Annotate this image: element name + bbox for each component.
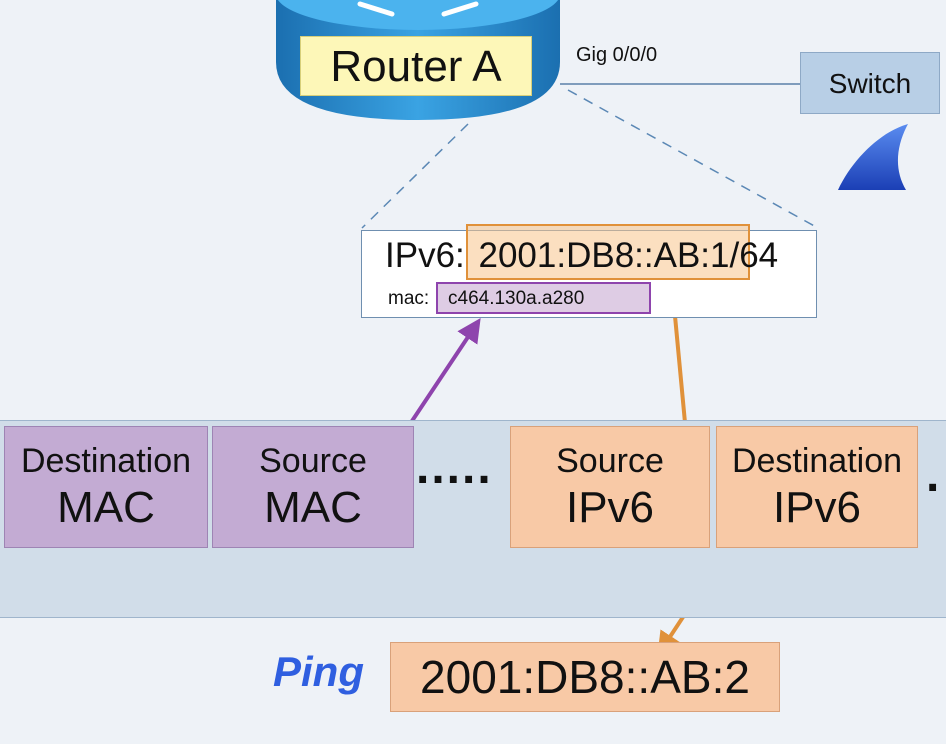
ping-label: Ping [273,648,364,695]
ipv6-suffix: /64 [729,236,779,275]
ipv6-line: IPv6: 2001:DB8::AB:1/64 [385,236,778,276]
field-line1: Source [556,442,664,480]
field-source-ipv6: Source IPv6 [510,426,710,548]
field-line1: Destination [731,442,903,480]
frame-trailing-dot: . [926,449,940,502]
field-destination-mac: Destination MAC [4,426,208,548]
field-destination-ipv6: Destination IPv6 [716,426,918,548]
wireshark-fin-icon [838,124,908,190]
field-line2: MAC [57,483,155,532]
ipv6-prefix: IPv6: [385,236,475,275]
ipv6-address-highlight [466,224,750,280]
mac-address-highlight [436,282,651,314]
ipv6-address: 2001:DB8::AB:1 [478,236,730,275]
mac-prefix: mac: [388,288,430,309]
zoom-line-left [361,123,469,229]
mac-address: c464.130a.a280 [448,288,585,309]
interface-label: Gig 0/0/0 [576,44,658,66]
ping-address: 2001:DB8::AB:2 [390,642,780,712]
switch-box[interactable]: Switch [800,52,940,114]
frame-ellipsis: ..... [416,441,493,494]
field-line1: Destination [20,442,192,480]
router-label: Router A [300,36,532,96]
zoom-line-right [567,89,819,229]
field-line2: IPv6 [565,483,655,532]
field-line2: IPv6 [772,483,862,532]
field-line1: Source [259,442,367,480]
field-source-mac: Source MAC [212,426,414,548]
field-line2: MAC [264,483,362,532]
